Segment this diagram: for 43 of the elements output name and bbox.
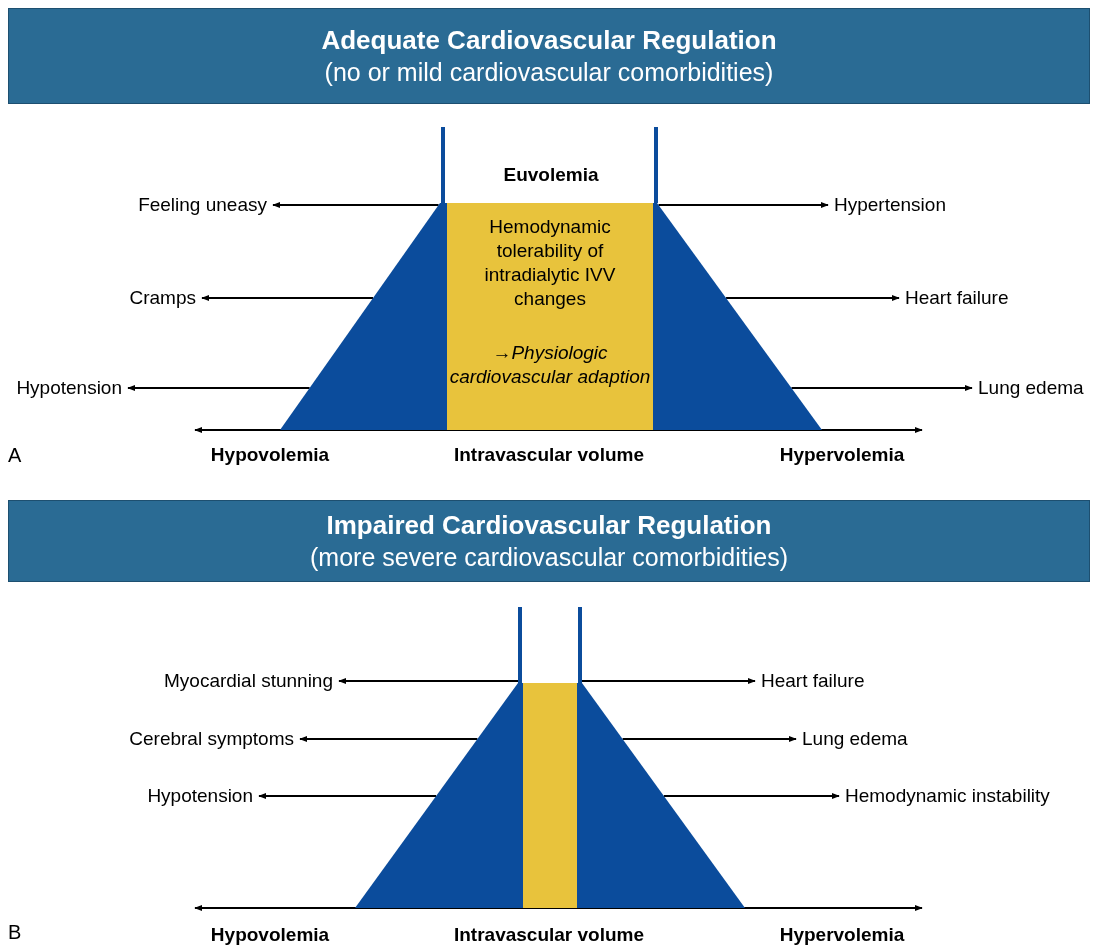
axis-label: Hypervolemia: [779, 443, 905, 467]
arrow: [272, 201, 440, 209]
arrow: [790, 384, 973, 392]
arrow: [201, 294, 375, 302]
outcome-label: Hypertension: [834, 193, 946, 217]
axis-label: Intravascular volume: [453, 443, 645, 467]
panel-letter: B: [8, 920, 22, 944]
arrow: [657, 201, 829, 209]
header-banner: [8, 500, 1090, 582]
axis-label: Hypervolemia: [779, 923, 905, 947]
outcome-label: Cramps: [129, 286, 196, 310]
tolerance-band: [447, 203, 653, 430]
arrow: [621, 735, 797, 743]
arrow: [299, 735, 479, 743]
header-banner: [8, 8, 1090, 104]
axis-label: Euvolemia: [503, 163, 599, 187]
arrow: [258, 792, 438, 800]
arrow: [725, 294, 900, 302]
panel-title: Impaired Cardiovascular Regulation: [326, 509, 772, 542]
outcome-label: Lung edema: [978, 376, 1084, 400]
panel-subtitle: (no or mild cardiovascular comorbidities): [324, 56, 774, 88]
outcome-label: Myocardial stunning: [164, 669, 333, 693]
outcome-label: Heart failure: [905, 286, 1009, 310]
tolerance-band: [523, 683, 577, 908]
panel-letter: A: [8, 443, 22, 467]
arrow: [338, 677, 519, 685]
outcome-label: Heart failure: [761, 669, 865, 693]
outcome-label: Lung edema: [802, 727, 908, 751]
panel-title: Adequate Cardiovascular Regulation: [321, 24, 777, 57]
outcome-label: Hypotension: [16, 376, 122, 400]
outcome-label: Hemodynamic instability: [845, 784, 1050, 808]
outcome-label: Cerebral symptoms: [129, 727, 294, 751]
arrow: [581, 677, 756, 685]
panel-subtitle: (more severe cardiovascular comorbidities): [310, 541, 788, 573]
band-text: Hemodynamic tolerability of intradialytic IVV changes: [483, 215, 617, 311]
outcome-label: Hypotension: [147, 784, 253, 808]
arrow: [127, 384, 311, 392]
axis-label: Intravascular volume: [453, 923, 645, 947]
axis-label: Hypovolemia: [210, 443, 330, 467]
outcome-label: Feeling uneasy: [138, 193, 267, 217]
arrow: [662, 792, 840, 800]
band-note: →Physiologic cardiovascular adaption: [448, 341, 652, 389]
axis-label: Hypovolemia: [210, 923, 330, 947]
